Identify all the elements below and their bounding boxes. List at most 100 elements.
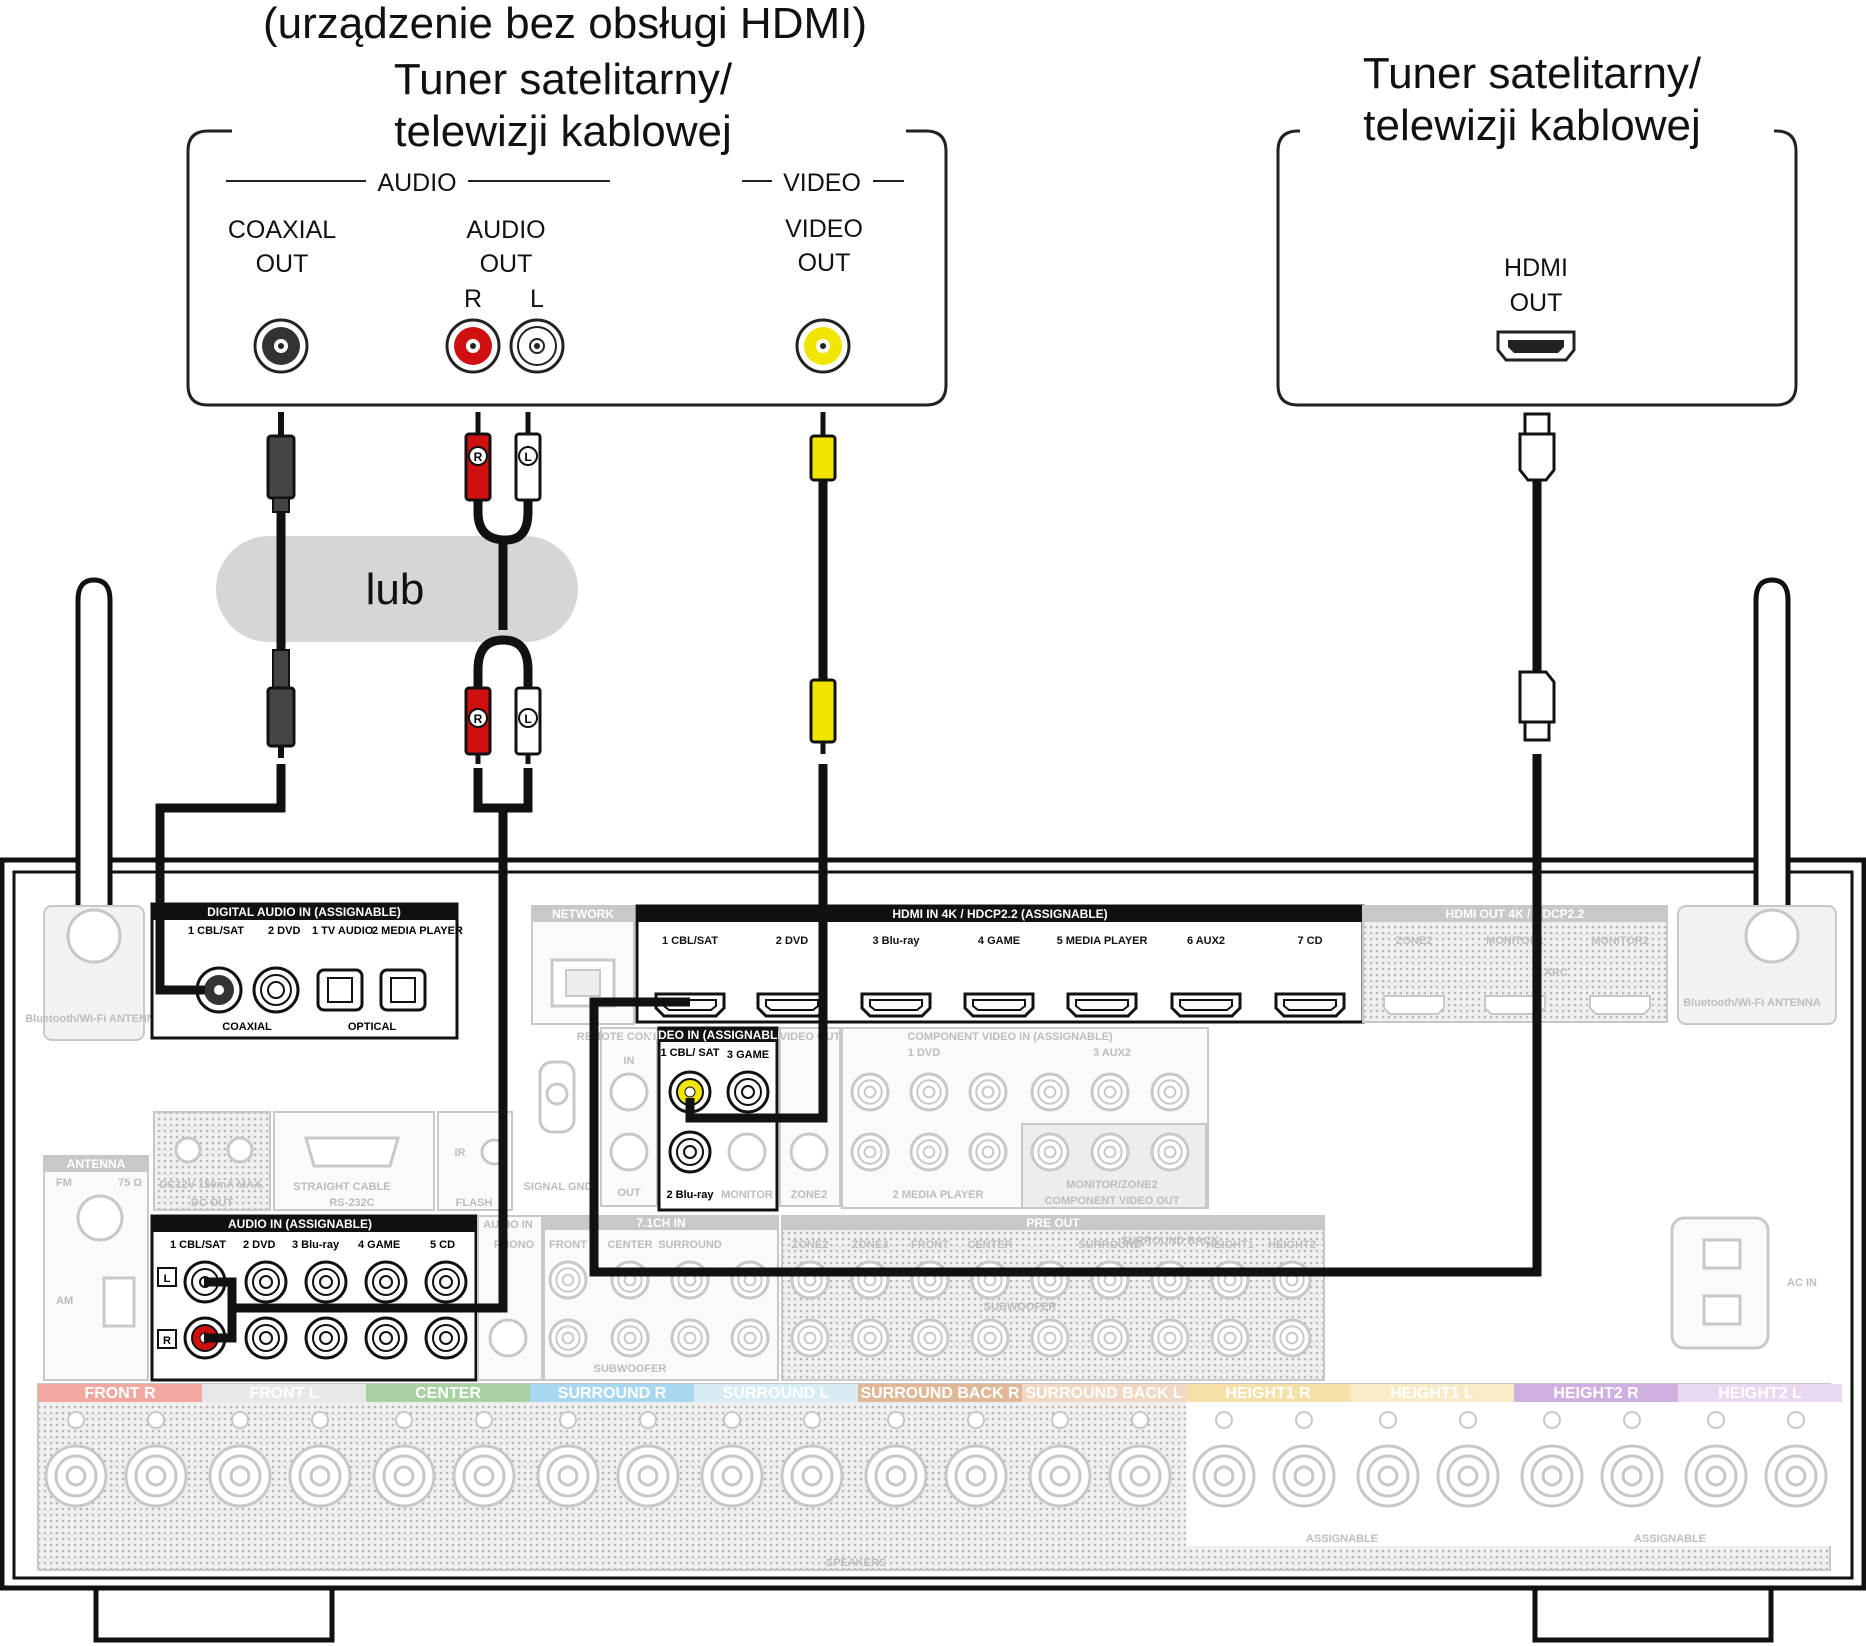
optical-in-2-port[interactable] (379, 968, 427, 1012)
remote-in-label: IN (624, 1055, 635, 1067)
component-in-jack-4 (1030, 1072, 1070, 1112)
audio-group-label: AUDIO (377, 169, 456, 197)
audio-out-l-jack[interactable] (509, 318, 565, 374)
speaker-label-11: HEIGHT2 L (1718, 1385, 1802, 1402)
preout-jack-top-7 (1150, 1260, 1190, 1300)
preout-jack-top-5 (1030, 1260, 1070, 1300)
non-hdmi-note: (urządzenie bez obsługi HDMI) (263, 0, 867, 48)
speaker-label-8: HEIGHT1 R (1225, 1385, 1311, 1402)
audio-in-3-l-jack[interactable] (304, 1260, 348, 1304)
preout-jack-top-3 (910, 1260, 950, 1300)
pre-out-label: PRE OUT (1026, 1216, 1080, 1230)
hdmi-in-port-5[interactable] (1066, 992, 1138, 1018)
digital-audio-in-panel: DIGITAL AUDIO IN (ASSIGNABLE) 1 CBL/SAT … (150, 902, 463, 1040)
audio-in-5-l-jack[interactable] (424, 1260, 468, 1304)
component-video-panel: COMPONENT VIDEO IN (ASSIGNABLE) 1 DVD 3 … (841, 1027, 1209, 1209)
audio-out-r-jack[interactable] (445, 318, 501, 374)
component-in-jack-3 (968, 1072, 1008, 1112)
coaxial-in-1-jack[interactable] (195, 966, 243, 1014)
audio-out-label-1: AUDIO (466, 216, 545, 244)
phono-panel: AUDIO IN PHONO (477, 1215, 543, 1381)
bt-antenna-right-label: Bluetooth/Wi-Fi ANTENNA (1683, 997, 1821, 1009)
audio-in-2-l-jack[interactable] (244, 1260, 288, 1304)
ain-label-2: 2 DVD (243, 1239, 275, 1251)
rs232c-label: RS-232C (329, 1197, 374, 1209)
video-monitor-jack (727, 1132, 767, 1172)
dc-spec-label: DC12V 150mA MAX. (160, 1179, 265, 1191)
coaxial-out-label-2: OUT (256, 250, 309, 278)
component-3-label: 3 AUX2 (1093, 1047, 1131, 1059)
preout-jack-bottom-4 (970, 1318, 1010, 1358)
coaxial-cable (155, 412, 296, 995)
video-out-label: VIDEO OUT (780, 1031, 841, 1043)
video-out-label-2: OUT (798, 249, 851, 277)
preout-jack-bottom-5 (1030, 1318, 1070, 1358)
audio-in-4-r-jack[interactable] (364, 1316, 408, 1360)
optical-in-1-port[interactable] (316, 968, 364, 1012)
audio-in-3-r-jack[interactable] (304, 1316, 348, 1360)
source1-outline (186, 129, 948, 407)
component-2-label: 2 MEDIA PLAYER (893, 1189, 984, 1201)
speaker-label-5: SURROUND L (723, 1385, 830, 1402)
hdmi-in-port-6[interactable] (1170, 992, 1242, 1018)
audio-in-2-r-jack[interactable] (244, 1316, 288, 1360)
component-1-label: 1 DVD (908, 1047, 940, 1059)
speaker-spk-h2-r: HEIGHT2 R (1514, 1384, 1678, 1546)
ch71-jack-bottom-2 (610, 1318, 650, 1358)
dai-label-2: 2 DVD (268, 925, 300, 937)
foot-left (93, 1585, 335, 1643)
pre-zone2-label: ZONE2 (792, 1239, 829, 1251)
hdmi-in-panel: HDMI IN 4K / HDCP2.2 (ASSIGNABLE) 1 CBL/… (635, 904, 1365, 1024)
speaker-label-9: HEIGHT1 L (1390, 1385, 1474, 1402)
ac-in-label: AC IN (1787, 1277, 1817, 1289)
video-out-jack[interactable] (795, 318, 851, 374)
speaker-label-3: CENTER (415, 1385, 481, 1402)
video-cable (685, 412, 837, 1123)
component-in2-jack-2 (909, 1132, 949, 1172)
speakers-label: SPEAKERS (826, 1557, 887, 1569)
ch71-in-label: 7.1CH IN (636, 1216, 685, 1230)
preout-jack-bottom-2 (850, 1318, 890, 1358)
ch71-jack-top-2 (610, 1260, 650, 1300)
antenna-right: Bluetooth/Wi-Fi ANTENNA (1677, 577, 1837, 1025)
video-in-1-jack[interactable] (668, 1070, 712, 1114)
hdmi-out-title: HDMI OUT 4K / HDCP2.2 (1446, 907, 1585, 921)
hdmi-in-port-3[interactable] (860, 992, 932, 1018)
ain-label-3: 3 Blu-ray (292, 1239, 340, 1251)
hdmi-out-port[interactable] (1496, 330, 1576, 362)
hdmi-in-port-7[interactable] (1274, 992, 1346, 1018)
hdmi-out-zone2-port (1383, 995, 1445, 1015)
speaker-label-1: FRONT R (84, 1385, 156, 1402)
video-zone2-label: ZONE2 (791, 1189, 828, 1201)
straight-cable-label: STRAIGHT CABLE (293, 1181, 390, 1193)
pre-surround-label: SURROUND (1078, 1239, 1142, 1251)
plug-top-l-label: L (524, 450, 531, 464)
hdmi-in-port-4[interactable] (963, 992, 1035, 1018)
chassis-inner (12, 870, 1854, 1580)
component-out-jack-3 (1150, 1132, 1190, 1172)
video-group-label: VIDEO (783, 169, 861, 197)
dc-out-label: DC OUT (191, 1197, 233, 1209)
audio-in-4-l-jack[interactable] (364, 1260, 408, 1304)
rs232c-panel: STRAIGHT CABLE RS-232C (273, 1111, 435, 1211)
hdmi-out-panel: HDMI OUT 4K / HDCP2.2 ZONE2 MONITOR1 ARC… (1362, 905, 1668, 1023)
pre-h1-label: HEIGHT1 (1206, 1239, 1254, 1251)
video-in-3-jack[interactable] (726, 1070, 770, 1114)
ac-in: AC IN (1670, 1216, 1817, 1350)
hdmi-in-port-2[interactable] (756, 992, 828, 1018)
speaker-spk-h1-r: HEIGHT1 R (1186, 1384, 1350, 1546)
coaxial-in-2-jack[interactable] (252, 966, 300, 1014)
plug-top-r-label: R (474, 450, 483, 464)
dc-out-panel: DC12V 150mA MAX. DC OUT (153, 1111, 271, 1211)
preout-jack-top-1 (790, 1260, 830, 1300)
pre-subwoofer-label: SUBWOOFER (984, 1301, 1057, 1313)
ch71-jack-bottom-3 (670, 1318, 710, 1358)
video-in-2-jack[interactable] (668, 1130, 712, 1174)
assignable-label-1: ASSIGNABLE (1306, 1533, 1378, 1545)
audio-in-title: AUDIO IN (ASSIGNABLE) (228, 1217, 372, 1231)
plug-bottom-r-label: R (474, 712, 483, 726)
audio-in-5-r-jack[interactable] (424, 1316, 468, 1360)
antenna-label: ANTENNA (67, 1157, 126, 1171)
hdmi-in-label-3: 3 Blu-ray (872, 935, 920, 947)
coaxial-out-jack[interactable] (253, 318, 309, 374)
